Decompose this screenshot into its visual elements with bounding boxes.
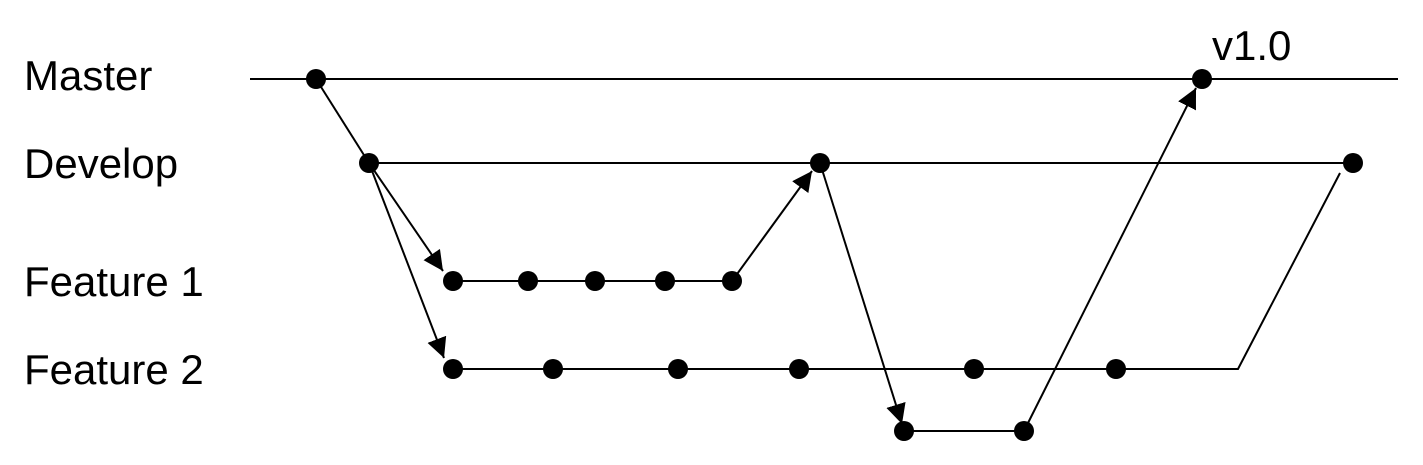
commit-dot <box>1343 153 1363 173</box>
tag-label-v1-0: v1.0 <box>1212 22 1291 69</box>
commit-dot <box>443 271 463 291</box>
develop-to-release-arrow <box>819 162 906 425</box>
branch-label-feature-2: Feature 2 <box>24 346 204 393</box>
commit-dot <box>655 271 675 291</box>
branch-label-feature-1: Feature 1 <box>24 258 204 305</box>
develop-to-feature-1-arrow <box>368 162 444 272</box>
feature-1-merge-arrow <box>731 170 813 282</box>
commit-dot <box>964 359 984 379</box>
develop-to-feature-2-arrow <box>368 162 447 359</box>
commit-dot <box>668 359 688 379</box>
commits <box>306 69 1363 441</box>
commit-dot <box>1106 359 1126 379</box>
commit-dot <box>518 271 538 291</box>
commit-dot <box>789 359 809 379</box>
commit-dot <box>543 359 563 379</box>
commit-dot <box>443 359 463 379</box>
release-to-master-arrow <box>1023 87 1197 432</box>
feature-2-line <box>453 172 1341 370</box>
commit-dot <box>1192 69 1212 89</box>
branch-connections <box>315 78 1197 432</box>
branch-lines <box>250 78 1398 432</box>
commit-dot <box>306 69 326 89</box>
commit-dot <box>585 271 605 291</box>
commit-dot <box>894 421 914 441</box>
commit-dot <box>1014 421 1034 441</box>
commit-dot <box>722 271 742 291</box>
commit-dot <box>810 153 830 173</box>
commit-dot <box>359 153 379 173</box>
branch-label-master: Master <box>24 52 152 99</box>
branch-label-develop: Develop <box>24 140 178 187</box>
master-to-develop-connector <box>315 78 370 164</box>
